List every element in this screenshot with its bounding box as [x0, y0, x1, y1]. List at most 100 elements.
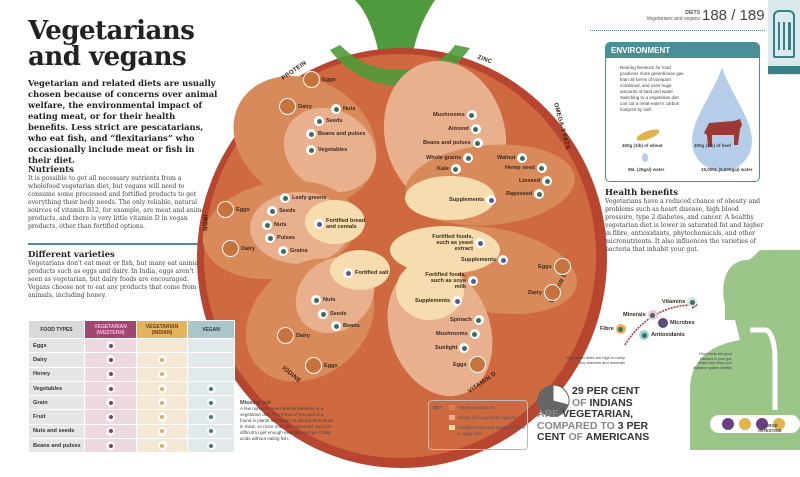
- beans-icon: [157, 441, 167, 451]
- cell-western: [85, 439, 136, 453]
- plant-food-icon: [542, 176, 553, 186]
- key-item-vegan: Vegan and vegetarian options: [449, 415, 527, 421]
- cell-western: [85, 353, 136, 367]
- egg-icon: [305, 357, 322, 374]
- food-item-omega-3: Rapeseed: [506, 189, 545, 199]
- intro-text: Vegetarian and related diets are usually…: [28, 78, 218, 165]
- food-item-b12-1: Supplements: [461, 255, 509, 265]
- food-item-zinc-0: Mushrooms: [433, 110, 477, 120]
- nut-icon: [206, 426, 216, 436]
- food-item-iodine-1: Nuts: [311, 295, 335, 305]
- health-section: Health benefits Vegetarians have a reduc…: [605, 188, 765, 254]
- food-item-vitd-5: Eggs: [453, 356, 486, 373]
- key-title: KEY: [433, 405, 443, 410]
- food-item-vitd-2: Spinach: [450, 315, 484, 325]
- food-item-iron-0: Leafy greens: [280, 193, 327, 203]
- grain-icon: [206, 398, 216, 408]
- milk-bottle-icon: [157, 355, 167, 365]
- food-type: Dairy: [29, 353, 84, 367]
- food-item-iron-7: Fortified bread and cereals: [314, 218, 369, 230]
- petal-vitamin-d: [387, 260, 493, 397]
- egg-icon: [553, 258, 571, 275]
- food-item-protein-1: Dairy: [279, 98, 312, 115]
- cell-western: [85, 410, 136, 424]
- tomato-stem: [355, 0, 435, 60]
- table-row: Grain: [29, 396, 234, 410]
- food-item-zinc-1: Almond: [448, 124, 481, 134]
- food-types-table: FOOD TYPES VEGETARIAN (WESTERN) VEGETARI…: [28, 320, 235, 454]
- food-item-iodine-3: Beans: [331, 321, 360, 331]
- supplement-icon: [498, 255, 509, 265]
- fruit-icon: [157, 412, 167, 422]
- plant-food-icon: [536, 163, 547, 173]
- cell-indian: [137, 381, 187, 396]
- pie-slice-vegetarian: [552, 384, 570, 406]
- plant-food-icon: [534, 189, 545, 199]
- table-row: Eggs: [29, 339, 234, 353]
- table-row: Honey: [29, 367, 234, 381]
- plant-food-icon: [459, 343, 470, 353]
- supplement-icon: [486, 195, 497, 205]
- food-item-iron-4: Grains: [278, 246, 308, 256]
- food-item-iodine-5: Eggs: [305, 357, 338, 374]
- plant-food-icon: [267, 206, 277, 216]
- running-header: DIETS Vegetarians and vegans: [646, 10, 700, 22]
- varieties-heading: Different varieties: [28, 250, 115, 260]
- plant-food-icon: [450, 164, 461, 174]
- plant-food-icon: [472, 138, 483, 148]
- small-drop-icon: [642, 153, 648, 162]
- missing-out-section: Missing out A few nutrients need special…: [240, 400, 335, 442]
- beef-water: 19,000L (5,000gal) water: [701, 167, 753, 172]
- page-title: Vegetarians and vegans: [28, 16, 195, 72]
- food-type: Beans and pulses: [29, 439, 84, 453]
- col-veg-indian: VEGETARIAN (INDIAN): [137, 321, 187, 338]
- food-item-omega-1: Hemp seed: [505, 163, 547, 173]
- supplement-icon: [475, 238, 485, 248]
- human-body-figure: [690, 250, 800, 450]
- cell-vegan: [188, 410, 234, 424]
- food-item-protein-0: Eggs: [303, 71, 336, 88]
- missing-out-text: A few nutrients need special attention i…: [240, 406, 334, 441]
- fibre-note: Fibre feeds the good bacteria in your gu…: [692, 352, 732, 370]
- food-item-protein-5: Vegetables: [306, 145, 347, 155]
- food-item-b12-3: Dairy: [528, 284, 561, 301]
- food-type: Vegetables: [29, 381, 84, 396]
- divider: [28, 243, 208, 245]
- egg-icon: [468, 356, 486, 373]
- environment-text: Rearing livestock for food produces more…: [620, 65, 684, 112]
- supplement-icon: [452, 296, 463, 306]
- food-item-iron-2: Nuts: [262, 220, 286, 230]
- cell-vegan: [188, 439, 234, 453]
- gut-note: Vegetarian diets are high in many key vi…: [565, 355, 625, 365]
- food-item-b12-2: Eggs: [538, 258, 571, 275]
- health-text: Vegetarians have a reduced chance of obe…: [605, 198, 764, 253]
- cell-indian: [137, 367, 187, 381]
- col-vegan: VEGAN: [188, 321, 234, 338]
- cell-western: [85, 367, 136, 381]
- col-food-types: FOOD TYPES: [29, 321, 84, 338]
- milk-bottle-icon: [277, 327, 294, 344]
- plant-food-icon: [466, 110, 477, 120]
- food-type: Grain: [29, 396, 84, 410]
- egg-icon: [217, 201, 234, 218]
- col-veg-western: VEGETARIAN (WESTERN): [85, 321, 136, 338]
- health-heading: Health benefits: [605, 188, 679, 198]
- cell-vegan: [188, 396, 234, 410]
- petal-omega: [405, 144, 575, 226]
- food-item-iron-5: Eggs: [217, 201, 250, 218]
- milk-bottle-icon: [222, 240, 239, 257]
- plant-food-icon: [311, 295, 321, 305]
- nutrients-heading: Nutrients: [28, 165, 74, 175]
- honey-drop-icon: [157, 369, 167, 379]
- cell-vegan: [188, 381, 234, 396]
- food-item-protein-3: Seeds: [314, 116, 342, 126]
- food-item-zinc-2: Beans and pulses: [423, 138, 483, 148]
- beans-icon: [106, 441, 115, 451]
- fruit-icon: [206, 412, 216, 422]
- environment-heading: ENVIRONMENT: [606, 43, 759, 58]
- plant-food-icon: [469, 329, 480, 339]
- table-row: Fruit: [29, 410, 234, 424]
- food-item-iron-3: Pulses: [265, 233, 295, 243]
- beans-icon: [206, 441, 216, 451]
- plant-food-icon: [265, 233, 275, 243]
